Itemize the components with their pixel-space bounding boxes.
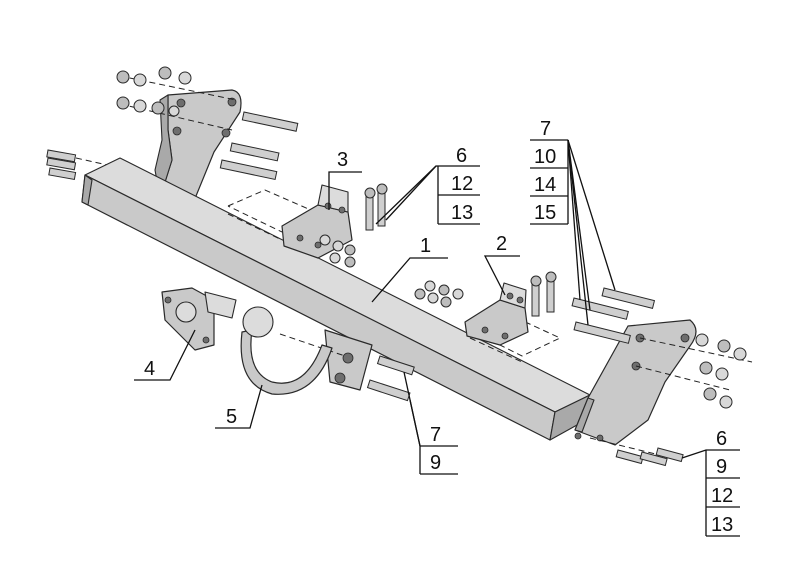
left-bracket-bolts — [116, 66, 299, 181]
callout-labels: 1 2 3 6 12 13 7 10 14 15 4 5 7 9 6 9 12 … — [144, 118, 733, 536]
callout-5: 5 — [226, 406, 237, 428]
socket-bracket — [161, 287, 237, 351]
callout-9-middle: 9 — [430, 452, 441, 474]
callout-4: 4 — [144, 358, 155, 380]
ball-mount-flange — [279, 329, 373, 391]
callout-12-bottom: 12 — [711, 485, 733, 507]
callout-3: 3 — [337, 149, 348, 171]
callout-13-bottom: 13 — [711, 514, 733, 536]
callout-7-middle: 7 — [430, 424, 441, 446]
callout-15: 15 — [534, 202, 556, 224]
right-mounting-bracket — [574, 319, 697, 446]
mounting-plate-2 — [464, 282, 529, 346]
callout-2: 2 — [496, 233, 507, 255]
callout-6-top: 6 — [456, 145, 467, 167]
callout-9-bottom: 9 — [716, 456, 727, 478]
bracket-2-fasteners — [414, 271, 557, 317]
callout-14: 14 — [534, 174, 556, 196]
callout-13-top: 13 — [451, 202, 473, 224]
callout-12-top: 12 — [451, 173, 473, 195]
left-end-bolts — [46, 149, 113, 180]
callout-7-right: 7 — [540, 118, 551, 140]
callout-6-bottom: 6 — [716, 428, 727, 450]
bracket-3-fasteners — [319, 183, 388, 268]
left-mounting-bracket — [154, 89, 242, 207]
callout-10: 10 — [534, 146, 556, 168]
ball-mount-bolts — [366, 355, 415, 402]
right-end-bolts — [589, 437, 684, 467]
callout-1: 1 — [420, 235, 431, 257]
main-crossbar-beam — [81, 157, 591, 441]
tow-ball-neck — [240, 306, 333, 395]
leader-lines — [134, 139, 740, 537]
